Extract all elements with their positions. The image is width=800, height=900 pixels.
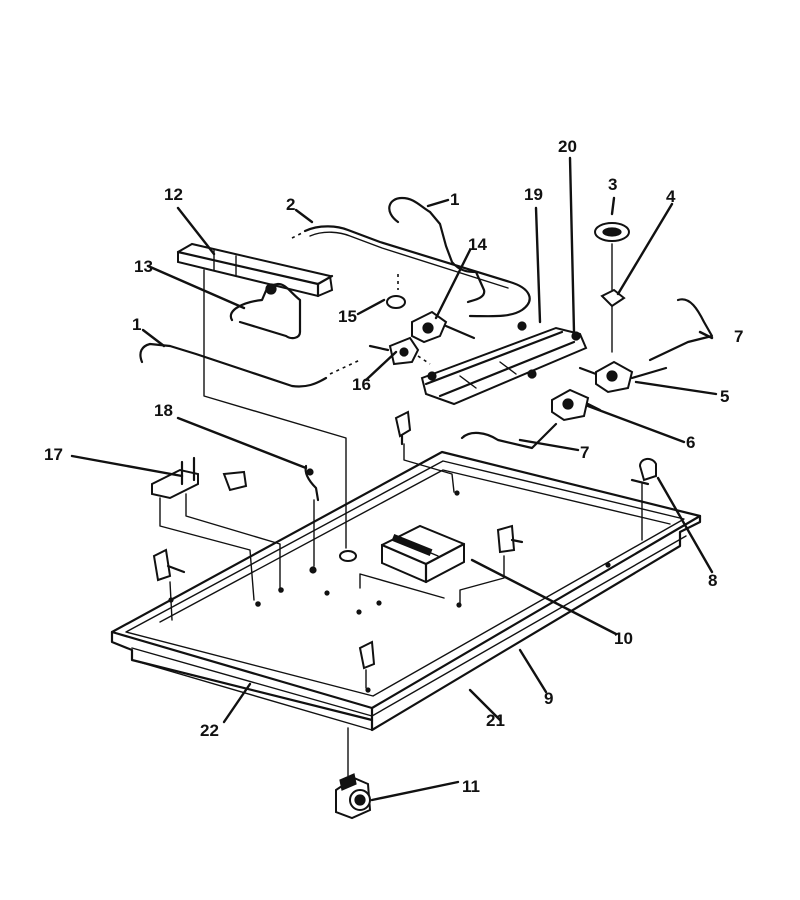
bracket-12 <box>176 242 334 298</box>
callout-10: 10 <box>614 629 633 648</box>
callout-7-upper: 7 <box>734 327 743 346</box>
assembly-lines <box>203 269 445 599</box>
base-tray <box>110 450 702 732</box>
rod-13 <box>229 282 302 340</box>
callout-5: 5 <box>720 387 729 406</box>
callout-11: 11 <box>462 777 480 796</box>
leader-lines <box>70 156 718 802</box>
callout-17: 17 <box>44 445 63 464</box>
tube-7-upper <box>648 298 714 362</box>
callout-8: 8 <box>708 571 717 590</box>
callout-12: 12 <box>164 185 183 204</box>
callout-21: 21 <box>486 711 505 730</box>
clip-middle <box>459 524 524 605</box>
clip-upper <box>394 410 455 493</box>
callout-16: 16 <box>352 375 371 394</box>
valve-14 <box>411 310 476 344</box>
tube-1-top <box>388 196 486 304</box>
clip-left <box>152 548 186 621</box>
callout-2: 2 <box>286 195 295 214</box>
callout-19: 19 <box>524 185 543 204</box>
callout-13: 13 <box>134 257 153 276</box>
callout-labels: 1 1 2 3 4 5 6 7 7 8 9 10 11 12 13 14 15 … <box>44 137 743 796</box>
regulator-11 <box>335 727 372 820</box>
callout-15: 15 <box>338 307 357 326</box>
valve-5 <box>578 360 668 394</box>
valve-6 <box>551 388 602 422</box>
callout-1-left: 1 <box>132 315 141 334</box>
callout-4: 4 <box>666 187 676 206</box>
control-module <box>380 524 466 584</box>
clip-front <box>358 640 376 689</box>
clip-8 <box>630 458 657 541</box>
insert-4 <box>600 288 626 353</box>
clip-18 <box>304 464 320 567</box>
callout-18: 18 <box>154 401 173 420</box>
bracket-17 <box>151 456 281 601</box>
knob-3 <box>594 222 630 291</box>
callout-7-lower: 7 <box>580 443 589 462</box>
callout-22: 22 <box>200 721 219 740</box>
valve-16 <box>368 336 431 366</box>
callout-9: 9 <box>544 689 553 708</box>
callout-14: 14 <box>468 235 487 254</box>
callout-3: 3 <box>608 175 617 194</box>
tube-1-left <box>139 342 361 388</box>
callout-20: 20 <box>558 137 577 156</box>
manifold-19 <box>420 321 588 406</box>
callout-1-top: 1 <box>450 190 459 209</box>
valve-15 <box>386 274 406 309</box>
callout-6: 6 <box>686 433 695 452</box>
tube-2 <box>291 225 531 318</box>
tube-7-lower <box>460 422 558 450</box>
